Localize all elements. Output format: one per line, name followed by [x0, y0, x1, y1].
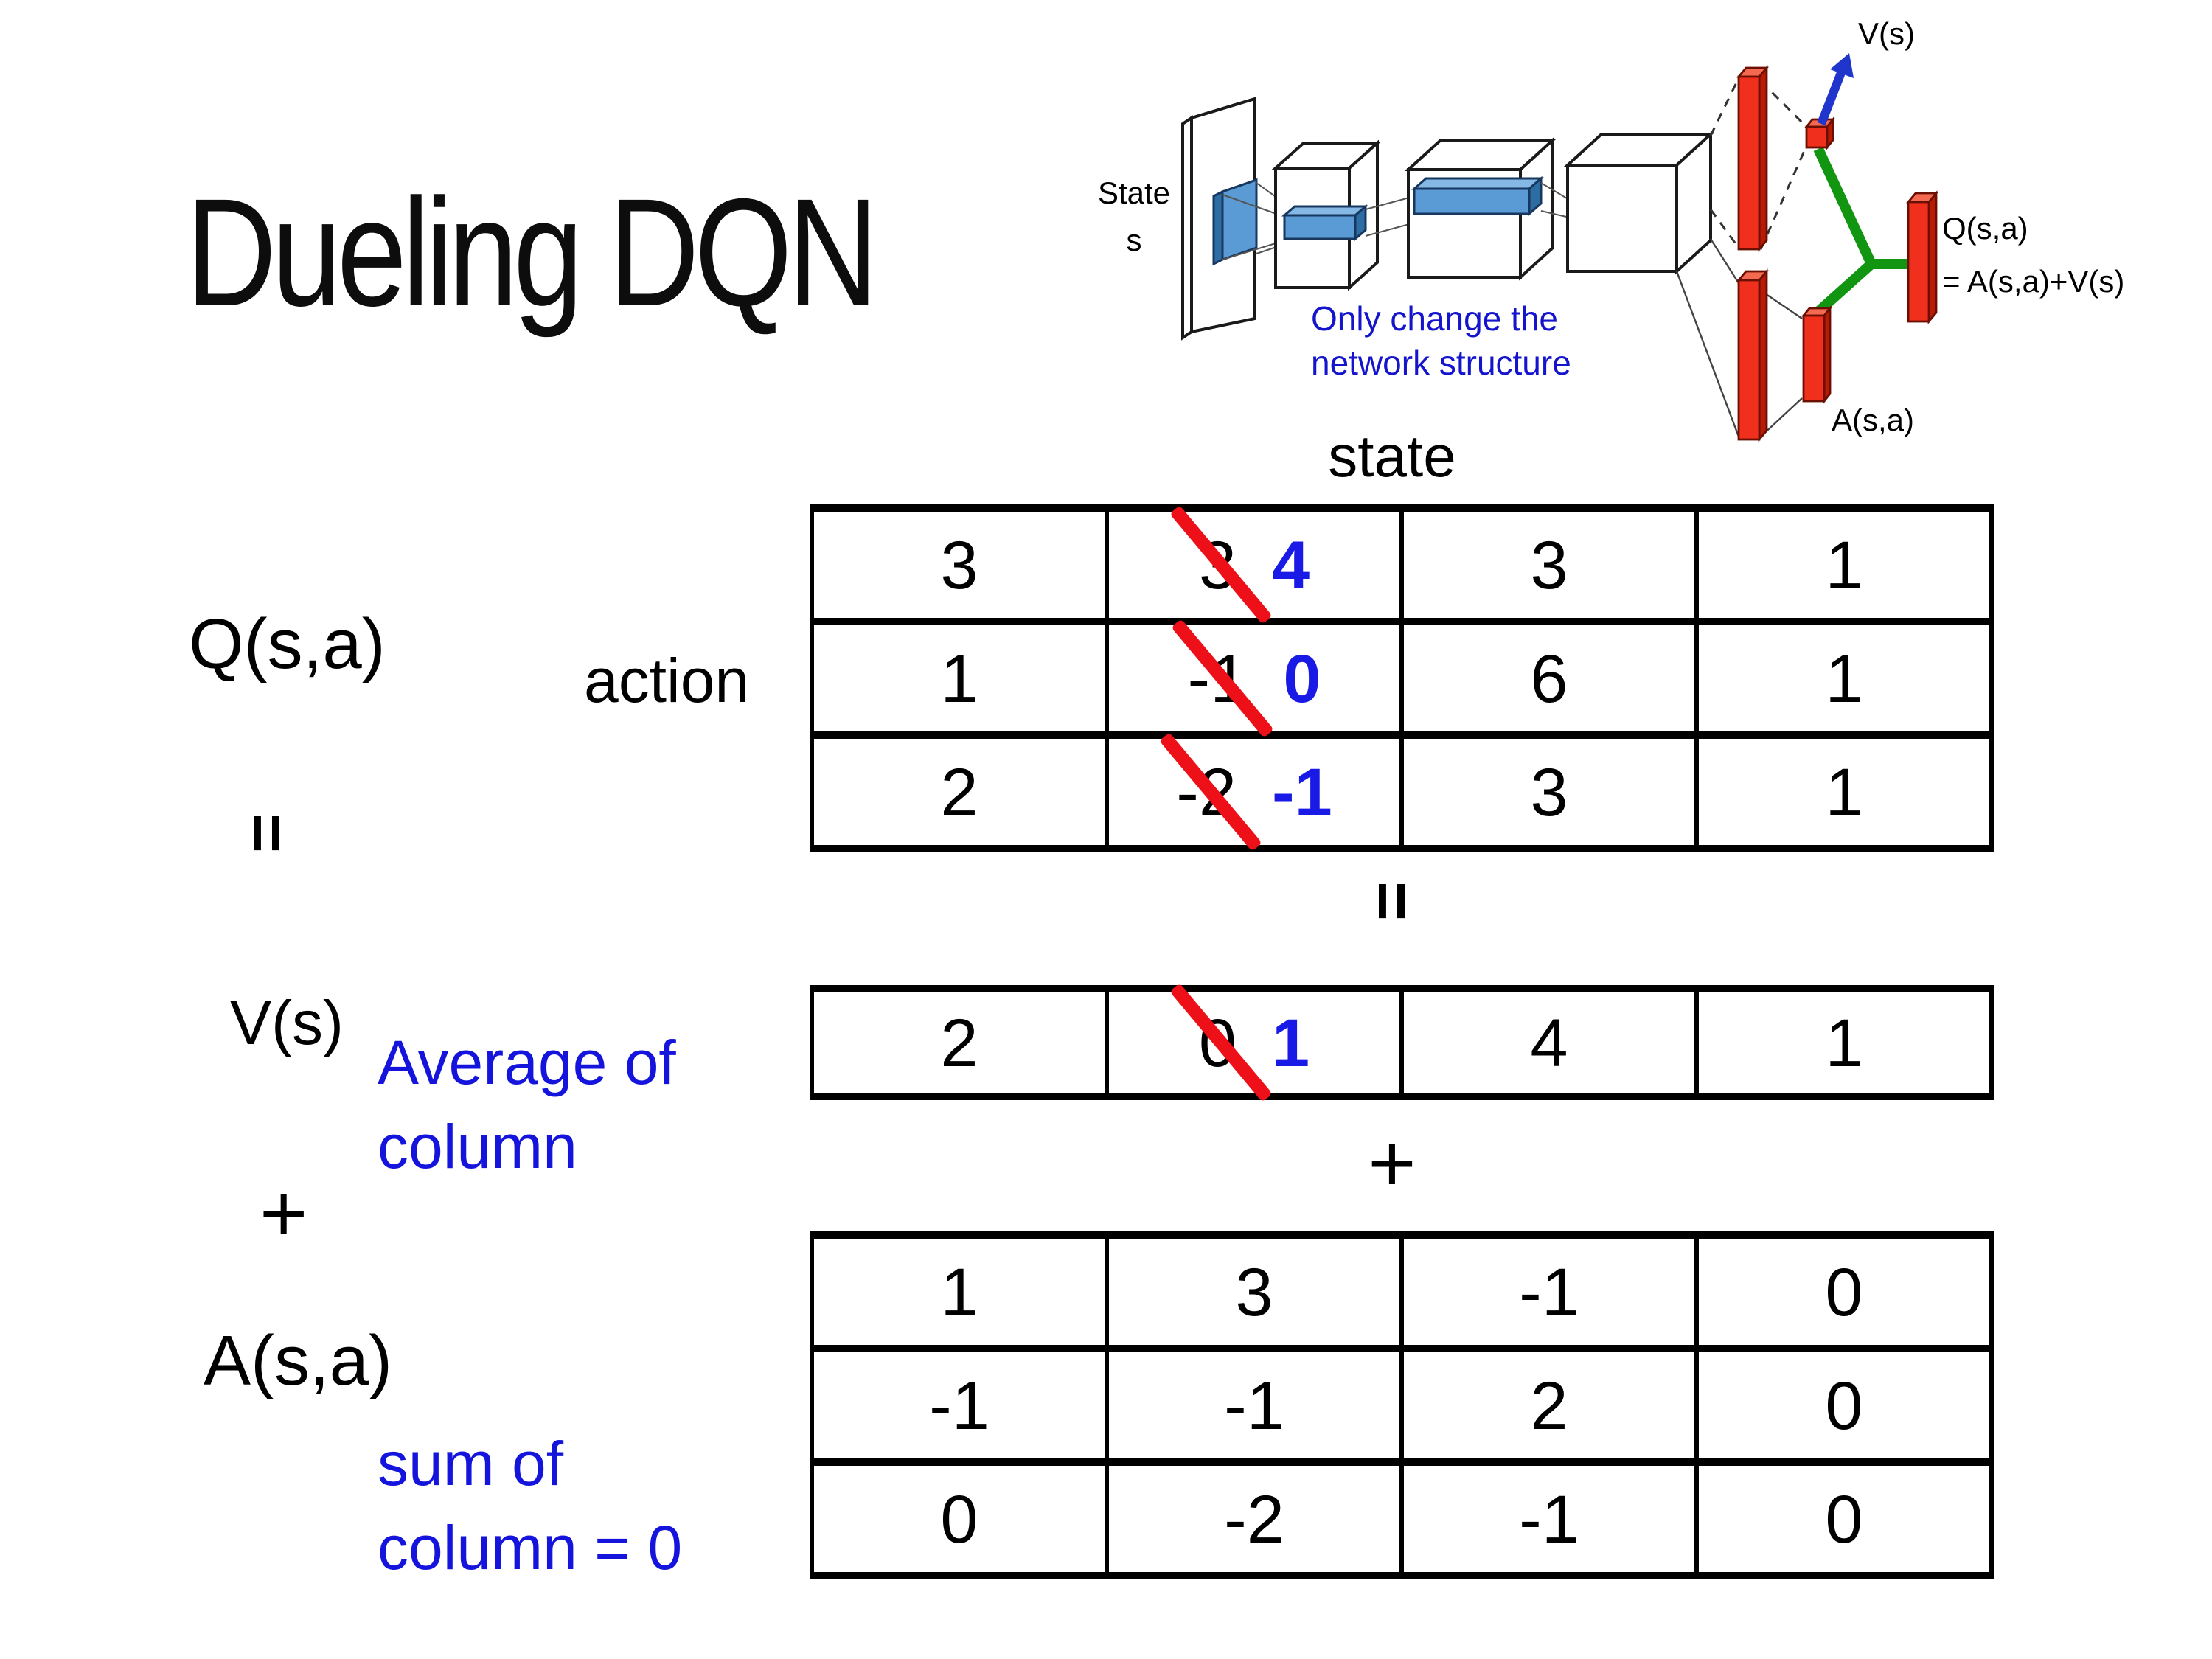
matrix-cell: -2-1 — [1105, 731, 1404, 852]
a-output-bar — [1801, 305, 1832, 404]
v-output-node — [1804, 116, 1835, 150]
equals-sign-left: = — [229, 813, 306, 853]
diagram-v-output-label: V(s) — [1858, 16, 1915, 51]
matrix-cell: 3 — [1399, 504, 1699, 625]
matrix-cell: -1 — [1399, 1231, 1699, 1352]
matrix-cell: -1 — [1399, 1458, 1699, 1579]
average-note-line2: column — [378, 1112, 577, 1182]
corrected-value: -1 — [1272, 754, 1332, 830]
matrix-row: 2-2-131 — [810, 731, 1994, 852]
equals-sign-middle: = — [810, 861, 1975, 941]
v-matrix-label: V(s) — [230, 988, 344, 1057]
feature-slab-2 — [1411, 175, 1544, 217]
a-matrix-label: A(s,a) — [204, 1323, 393, 1401]
corrected-cell: -2-1 — [1109, 732, 1399, 852]
sum-note-line1: sum of — [378, 1429, 564, 1498]
matrix-cell: -1 — [810, 1345, 1109, 1466]
matrix-row: 20141 — [810, 983, 1994, 1102]
matrix-cell: -2 — [1105, 1458, 1404, 1579]
network-diagram: State s — [1098, 16, 2124, 442]
matrix-cell: -1 — [1105, 1345, 1404, 1466]
v-stream-dashed-links — [1709, 77, 1808, 250]
matrix-cell: 0 — [810, 1458, 1109, 1579]
matrix-cell: 1 — [1694, 985, 1994, 1100]
matrix-cell: 0 — [1694, 1231, 1994, 1352]
matrix-cell: 1 — [1694, 618, 1994, 739]
sum-note-line2: column = 0 — [378, 1513, 683, 1583]
state-header-label: state — [1328, 425, 1456, 490]
matrix-cell: 0 — [1694, 1458, 1994, 1579]
diagram-state-label-line1: State — [1098, 175, 1170, 210]
diagram-note-line1: Only change the — [1311, 299, 1558, 338]
average-of-column-note: Average of column — [378, 1020, 676, 1189]
v-stream-hidden-bar — [1736, 65, 1769, 252]
red-strikethrough — [1169, 505, 1273, 625]
plus-sign-middle: + — [1368, 1116, 1416, 1209]
q-output-bar — [1906, 190, 1938, 324]
v-output-arrow — [1817, 53, 1854, 126]
diagram-a-output-label: A(s,a) — [1832, 403, 1914, 437]
matrix-cell: 3 — [810, 504, 1109, 625]
matrix-cell: 1 — [1694, 731, 1994, 852]
matrix-cell: 1 — [810, 618, 1109, 739]
plus-sign-left: + — [260, 1166, 308, 1259]
matrix-cell: 2 — [810, 985, 1109, 1100]
page-title: Dueling DQN — [186, 168, 878, 339]
diagram-state-label-line2: s — [1127, 223, 1142, 257]
matrix-cell: 4 — [1399, 985, 1699, 1100]
equals-glyph: = — [1354, 881, 1430, 921]
corrected-cell: -10 — [1109, 619, 1399, 738]
matrix-cell: 2 — [810, 731, 1109, 852]
aggregation-links — [1810, 147, 1910, 320]
matrix-cell: 01 — [1105, 983, 1404, 1102]
matrix-cell: 0 — [1694, 1345, 1994, 1466]
matrix-cell: -10 — [1105, 618, 1404, 739]
input-feature-slab — [1212, 178, 1258, 266]
old-value-wrap: 3 — [1169, 505, 1273, 625]
a-stream-hidden-bar — [1736, 268, 1769, 442]
red-strikethrough — [1159, 732, 1263, 852]
corrected-value: 1 — [1272, 1004, 1310, 1081]
red-strikethrough — [1169, 983, 1273, 1102]
q-matrix-label: Q(s,a) — [189, 606, 386, 684]
matrix-cell: 2 — [1399, 1345, 1699, 1466]
diagram-q-output-label-line1: Q(s,a) — [1942, 211, 2028, 246]
diagram-note-line2: network structure — [1311, 344, 1571, 382]
corrected-cell: 34 — [1109, 505, 1399, 625]
matrix-cell: 3 — [1399, 731, 1699, 852]
matrix-cell: 6 — [1399, 618, 1699, 739]
state-value-table: 20141 — [810, 983, 1994, 1102]
matrix-row: 33431 — [810, 504, 1994, 625]
diagram-q-output-label-line2: = A(s,a)+V(s) — [1942, 264, 2124, 299]
old-value-wrap: -2 — [1159, 732, 1263, 852]
corrected-cell: 01 — [1109, 983, 1399, 1102]
matrix-cell: 34 — [1105, 504, 1404, 625]
feature-slab-1 — [1281, 204, 1369, 242]
matrix-cell: 3 — [1105, 1231, 1404, 1352]
corrected-value: 4 — [1272, 526, 1310, 603]
old-value-wrap: -1 — [1171, 619, 1274, 738]
fc-layer-box — [1563, 131, 1715, 275]
sum-of-column-note: sum of column = 0 — [378, 1422, 682, 1590]
action-axis-label: action — [584, 646, 750, 715]
matrix-cell: 1 — [1694, 504, 1994, 625]
old-value-wrap: 0 — [1169, 983, 1273, 1102]
average-note-line1: Average of — [378, 1028, 676, 1097]
matrix-cell: 1 — [810, 1231, 1109, 1352]
corrected-value: 0 — [1283, 640, 1321, 717]
